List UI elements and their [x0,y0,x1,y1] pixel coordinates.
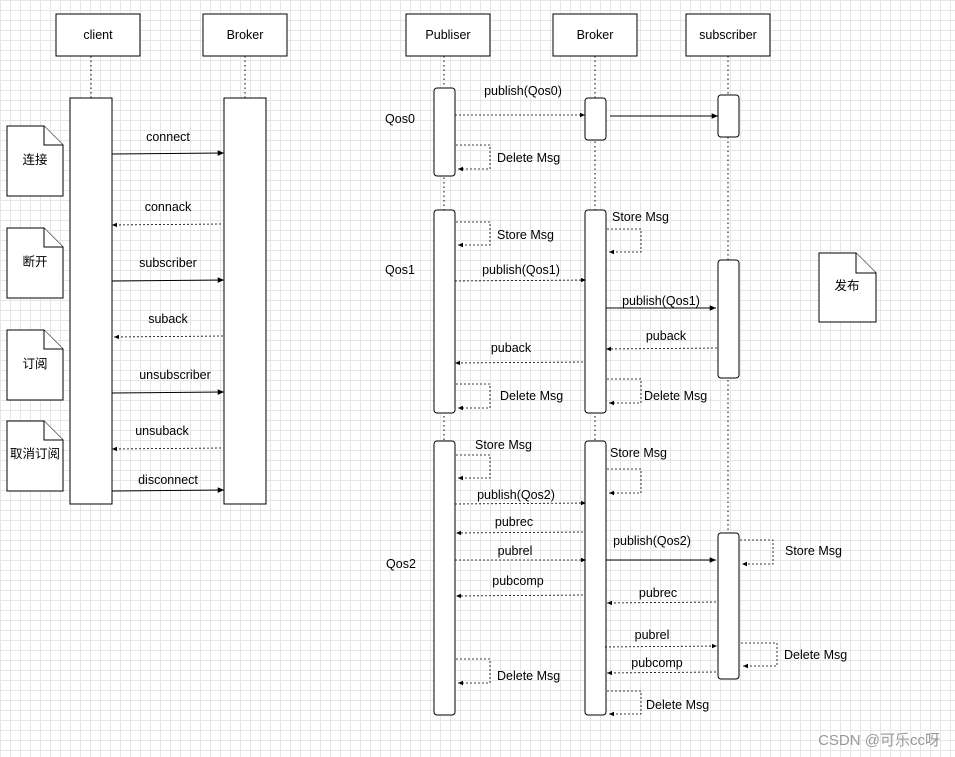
qos0-pub-delete-arrow[interactable] [456,144,491,172]
msg-unsubscriber-arrow[interactable] [111,389,225,395]
activation-broker-qos1[interactable] [584,209,607,414]
activation-publisher-qos1[interactable] [433,209,456,414]
msg-subscriber-label: subscriber [139,256,197,270]
activation-publisher-qos0[interactable] [433,87,456,177]
msg-suback-arrow[interactable] [113,334,224,340]
qos1-puback-sub-arrow[interactable] [605,346,718,352]
qos2-pubcomp-broker-label: pubcomp [492,574,543,588]
qos2-pub-store-arrow[interactable] [456,454,491,481]
qos1-publish-broker-label: publish(Qos1) [622,294,700,308]
qos2-label: Qos2 [386,557,416,571]
note-publish-text: 发布 [834,278,859,293]
qos2-pubrel-pub-label: pubrel [498,544,533,558]
note-unsubscribe-text: 取消订阅 [10,447,60,461]
qos1-label: Qos1 [385,263,415,277]
participant-client-label: client [83,28,113,42]
participant-broker-label: Broker [227,28,264,42]
qos0-publish-label: publish(Qos0) [484,84,562,98]
note-disconnect-text: 断开 [22,254,47,269]
activation-broker[interactable] [223,97,267,505]
qos1-broker-delete-arrow[interactable] [607,378,642,406]
participant-broker-2[interactable] [552,13,638,57]
qos2-sub-store-arrow[interactable] [740,539,774,567]
msg-connack-label: connack [145,200,192,214]
participant-publisher-label: Publiser [425,28,470,42]
qos1-pub-delete-label: Delete Msg [500,389,563,403]
qos1-pub-delete-arrow[interactable] [456,383,491,411]
qos2-pubcomp-broker-arrow[interactable] [455,593,584,599]
qos2-sub-store-label: Store Msg [785,544,842,558]
qos2-pubrel-broker-label: pubrel [635,628,670,642]
activation-subscriber-qos1[interactable] [717,259,740,379]
qos2-pub-delete-label: Delete Msg [497,669,560,683]
qos2-pub-delete-arrow[interactable] [456,658,491,686]
qos2-pubrel-broker-arrow[interactable] [604,643,718,649]
msg-unsuback-label: unsuback [135,424,189,438]
qos2-sub-delete-arrow[interactable] [741,642,778,669]
qos2-broker-delete-arrow[interactable] [607,690,642,717]
qos2-pubrec-sub-label: pubrec [639,586,677,600]
msg-unsubscriber-label: unsubscriber [139,368,211,382]
qos1-broker-store-label: Store Msg [612,210,669,224]
qos2-publish-broker-label: publish(Qos2) [613,534,691,548]
qos2-pubrec-broker-label: pubrec [495,515,533,529]
note-connect[interactable]: 连接 [6,125,64,197]
msg-disconnect-label: disconnect [138,473,198,487]
note-connect-text: 连接 [22,152,48,167]
note-subscribe[interactable]: 订阅 [6,329,64,401]
activation-subscriber-qos2[interactable] [717,532,740,680]
note-disconnect[interactable]: 断开 [6,227,64,299]
qos1-pub-store-arrow[interactable] [456,221,491,248]
qos1-puback-sub-label: puback [646,329,687,343]
participant-subscriber-label: subscriber [699,28,757,42]
participant-publisher[interactable] [405,13,491,57]
activation-subscriber-qos0[interactable] [717,94,740,138]
msg-unsuback-arrow[interactable] [111,446,222,452]
qos1-pub-store-label: Store Msg [497,228,554,242]
qos2-broker-store-label: Store Msg [610,446,667,460]
publish-diagram: Publiser Broker subscriber Qos0 Qos1 Qos… [385,13,877,717]
note-subscribe-text: 订阅 [22,357,47,371]
msg-suback-label: suback [148,312,188,326]
activation-broker-qos2[interactable] [584,440,607,716]
qos2-sub-delete-label: Delete Msg [784,648,847,662]
qos2-pubrec-sub-arrow[interactable] [606,600,717,606]
activation-broker-qos0[interactable] [584,97,607,141]
qos2-broker-store-arrow[interactable] [607,468,642,496]
connection-diagram: client Broker 连接 断开 订阅 取消订阅 [6,13,288,505]
qos2-pubcomp-sub-arrow[interactable] [606,670,717,676]
participant-broker[interactable] [202,13,288,57]
msg-connack-arrow[interactable] [111,222,222,228]
note-publish[interactable]: 发布 [818,252,877,323]
msg-subscriber-arrow[interactable] [111,277,225,283]
activation-publisher-qos2[interactable] [433,440,456,716]
msg-connect-label: connect [146,130,190,144]
qos1-publish-pub-arrow[interactable] [454,277,587,283]
activation-client[interactable] [69,97,113,505]
qos2-pub-store-label: Store Msg [475,438,532,452]
watermark: CSDN @可乐cc呀 [818,732,940,749]
qos1-publish-pub-label: publish(Qos1) [482,263,560,277]
qos1-broker-store-arrow[interactable] [607,228,642,255]
msg-connect-arrow[interactable] [111,150,225,156]
qos2-publish-pub-label: publish(Qos2) [477,488,555,502]
qos0-pub-delete-label: Delete Msg [497,151,560,165]
qos1-puback-broker-arrow[interactable] [454,360,584,366]
qos1-puback-broker-label: puback [491,341,532,355]
qos0-label: Qos0 [385,112,415,126]
qos2-pubrec-broker-arrow[interactable] [455,530,584,536]
participant-client[interactable] [55,13,141,57]
qos2-broker-delete-label: Delete Msg [646,698,709,712]
participant-broker-2-label: Broker [577,28,614,42]
note-unsubscribe[interactable]: 取消订阅 [6,420,64,492]
qos1-broker-delete-label: Delete Msg [644,389,707,403]
msg-disconnect-arrow[interactable] [111,487,225,493]
qos2-publish-pub-arrow[interactable] [454,500,587,506]
qos2-pubcomp-sub-label: pubcomp [631,656,682,670]
